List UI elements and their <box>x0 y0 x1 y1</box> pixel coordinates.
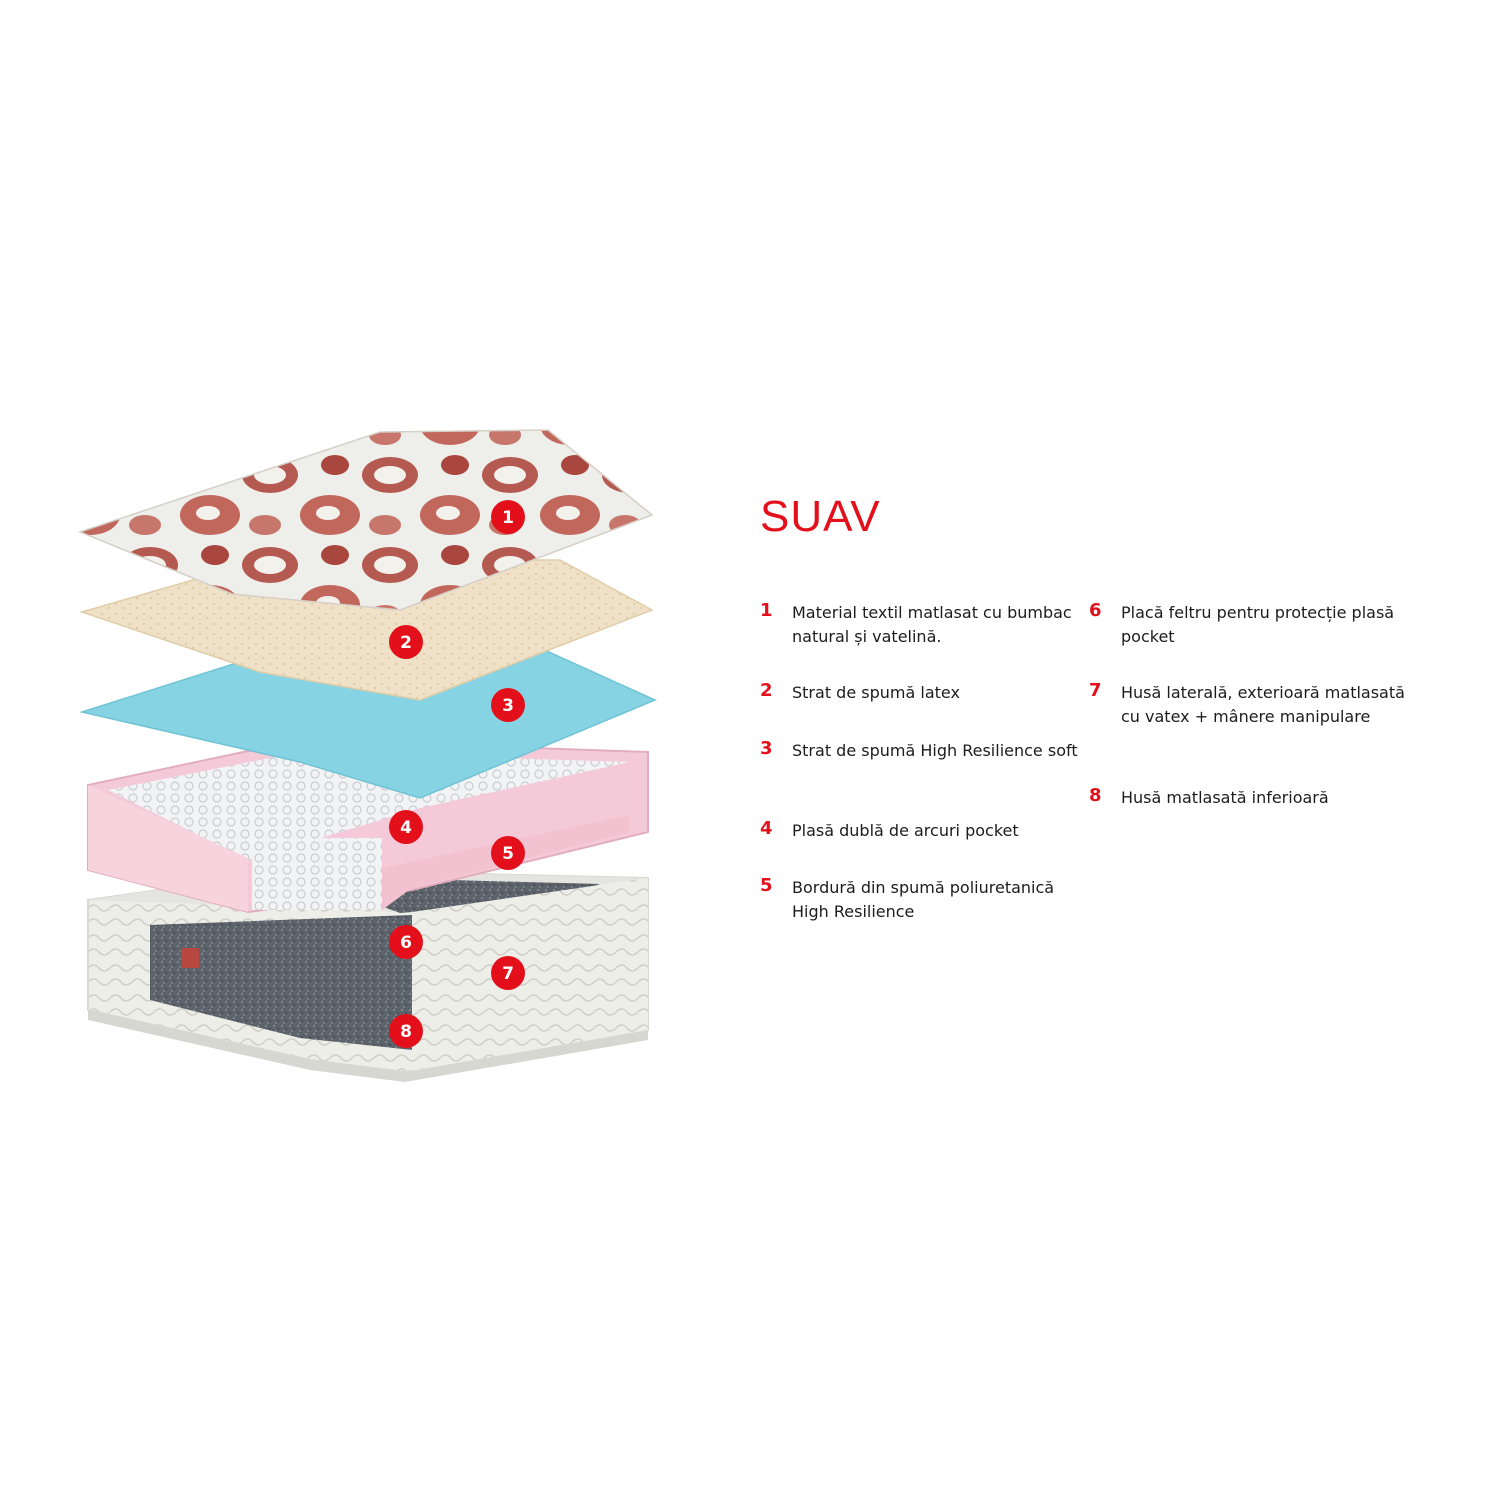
marker-5: 5 <box>491 836 525 870</box>
base-cover-layer <box>87 868 649 1082</box>
marker-1: 1 <box>491 500 525 534</box>
marker-3: 3 <box>491 688 525 722</box>
svg-text:6: 6 <box>400 933 412 953</box>
legend-text: Bordură din spumă poliuretanică High Res… <box>792 878 1055 921</box>
legend-text: Placă feltru pentru protecție plasă pock… <box>1121 603 1395 646</box>
legend-number: 3 <box>760 738 773 759</box>
marker-7: 7 <box>491 956 525 990</box>
svg-text:1: 1 <box>502 508 514 528</box>
legend-text: Plasă dublă de arcuri pocket <box>792 821 1019 840</box>
mattress-exploded-view: 1 2 3 4 5 6 7 8 <box>77 429 657 1082</box>
marker-6: 6 <box>389 925 423 959</box>
legend-number: 6 <box>1089 600 1102 621</box>
svg-text:3: 3 <box>502 696 514 716</box>
product-title: SUAV <box>760 492 881 541</box>
cover-fabric-layer <box>77 429 654 611</box>
legend-text: Strat de spumă latex <box>792 683 960 702</box>
legend-number: 4 <box>760 818 773 839</box>
svg-text:7: 7 <box>502 964 514 984</box>
svg-text:8: 8 <box>400 1022 412 1042</box>
marker-2: 2 <box>389 625 423 659</box>
legend-text: Material textil matlasat cu bumbac natur… <box>792 603 1072 646</box>
svg-text:5: 5 <box>502 844 514 864</box>
marker-4: 4 <box>389 810 423 844</box>
legend-number: 5 <box>760 875 773 896</box>
legend-number: 8 <box>1089 785 1102 806</box>
marker-8: 8 <box>389 1014 423 1048</box>
legend-number: 2 <box>760 680 773 701</box>
svg-text:2: 2 <box>400 633 412 653</box>
legend-text: Husă laterală, exterioară matlasată cu v… <box>1121 683 1405 726</box>
legend-text: Strat de spumă High Resilience soft <box>792 741 1078 760</box>
legend-number: 7 <box>1089 680 1102 701</box>
svg-text:4: 4 <box>400 818 412 838</box>
mattress-layers-illustration: 1 2 3 4 5 6 7 8 <box>60 410 680 1100</box>
legend-text: Husă matlasată inferioară <box>1121 788 1329 807</box>
legend-number: 1 <box>760 600 773 621</box>
